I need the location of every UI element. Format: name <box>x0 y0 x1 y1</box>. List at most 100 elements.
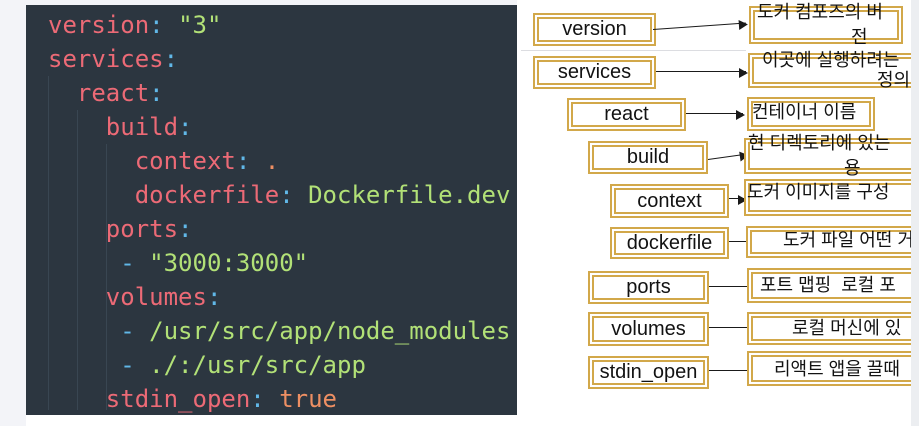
arrowhead-icon <box>738 194 747 205</box>
arrowhead-icon <box>738 19 749 30</box>
connector-line <box>729 241 747 242</box>
key-label-build: build <box>626 146 670 168</box>
desc-text: 도커 파일 어떤 거 <box>783 230 914 250</box>
key-label-dockerfile: dockerfile <box>626 231 713 254</box>
diagram-desc-box-ports: 포트 맵핑 로컬 포 <box>747 268 919 303</box>
code-line: - "3000:3000" <box>48 246 517 280</box>
key-label-ports: ports <box>626 276 671 298</box>
diagram-key-box-version: version <box>533 13 656 46</box>
diagram-desc-box-volumes: 로컬 머신에 있 <box>747 312 919 345</box>
code-token <box>48 147 135 175</box>
connector-arrow <box>686 109 745 120</box>
code-line: services: <box>48 42 517 76</box>
divider-line <box>521 50 746 51</box>
code-line: context: . <box>48 144 517 178</box>
diagram-key-box-dockerfile: dockerfile <box>610 227 729 259</box>
diagram-key-box-services: services <box>533 56 656 89</box>
desc-text: 전 <box>851 27 868 47</box>
code-token <box>48 317 120 345</box>
code-token <box>294 181 308 209</box>
indent-guide <box>106 144 107 410</box>
desc-text: 용 <box>844 158 861 178</box>
code-token: ./:/usr/src/app <box>149 351 366 379</box>
code-line: react: <box>48 76 517 110</box>
code-token: : <box>178 215 193 243</box>
arrowhead-icon <box>739 67 748 78</box>
code-token <box>250 147 264 175</box>
code-line: version: "3" <box>48 8 517 42</box>
key-label-volumes: volumes <box>611 317 686 340</box>
diagram-desc-box-stdin-open: 리액트 앱을 끌때 <box>747 351 919 386</box>
code-token: - <box>120 351 150 379</box>
diagram-desc-box-build: 현 디렉토리에 있는 용 <box>744 134 919 178</box>
code-token: . <box>264 147 280 175</box>
connector-arrow <box>652 19 749 30</box>
diagram-desc-box-services: 이곳에 실행하려는 정의 <box>748 50 919 90</box>
code-token: "3" <box>178 11 222 39</box>
code-token: : <box>149 79 164 107</box>
code-line: dockerfile: Dockerfile.dev <box>48 178 517 212</box>
code-token: build <box>105 113 179 141</box>
connector-line <box>709 286 748 287</box>
key-label-stdin-open: stdin_open <box>599 361 698 383</box>
diagram-key-box-react: react <box>567 98 686 131</box>
code-token: "3000:3000" <box>149 249 309 277</box>
code-token: context <box>134 147 236 175</box>
desc-text: 로컬 머신에 있 <box>792 318 902 338</box>
code-token <box>48 181 135 209</box>
code-token: : <box>178 113 193 141</box>
code-token: react <box>76 79 150 107</box>
diagram-key-box-stdin-open: stdin_open <box>588 356 709 389</box>
diagram-desc-box-version: 도커 컴포즈의 버 전 <box>749 3 903 47</box>
code-token: services <box>48 45 164 73</box>
diagram-key-box-context: context <box>610 184 729 218</box>
desc-text: 컨테이너 이름 <box>752 102 857 122</box>
arrowhead-icon <box>736 109 745 120</box>
key-label-services: services <box>557 61 632 83</box>
diagram-desc-box-dockerfile: 도커 파일 어떤 거 <box>746 226 919 258</box>
code-token: Dockerfile.dev <box>308 181 511 209</box>
code-token: : <box>250 385 265 413</box>
connector-arrow <box>656 67 748 78</box>
desc-text: 현 디렉토리에 있는 <box>748 133 891 153</box>
desc-text: 포트 맵핑 로컬 포 <box>760 275 896 295</box>
code-editor: version: "3"services: react: build: cont… <box>26 5 517 415</box>
code-token: - <box>120 317 150 345</box>
diagram-key-box-ports: ports <box>588 271 709 304</box>
code-token: volumes <box>105 283 207 311</box>
code-line: - ./:/usr/src/app <box>48 348 517 382</box>
desc-text: 정의 <box>877 70 911 90</box>
code-line: volumes: <box>48 280 517 314</box>
page-left-margin <box>0 0 26 426</box>
indent-guide <box>48 76 49 410</box>
connector-line <box>709 370 748 371</box>
desc-text: 이곳에 실행하려는 <box>762 50 900 70</box>
key-label-context: context <box>637 189 702 212</box>
code-token: version <box>48 11 150 39</box>
connector-arrow <box>707 150 750 162</box>
code-token: ports <box>105 215 179 243</box>
diagram-desc-box-context: 도커 이미지를 구성 <box>744 179 919 216</box>
code-token: - <box>120 249 150 277</box>
code-token <box>48 79 77 107</box>
code-token <box>265 385 279 413</box>
key-label-react: react <box>604 103 649 125</box>
code-token: : <box>206 283 222 311</box>
code-token <box>48 249 120 277</box>
diagram-key-box-volumes: volumes <box>588 312 709 346</box>
code-line: ports: <box>48 212 517 246</box>
desc-text: 도커 이미지를 구성 <box>747 182 890 202</box>
code-line: build: <box>48 110 517 144</box>
page-top-margin <box>26 0 517 5</box>
scrollbar[interactable] <box>911 0 919 426</box>
connector-arrow <box>729 194 747 205</box>
code-token <box>164 11 178 39</box>
code-line: stdin_open: true <box>48 382 517 415</box>
code-token: : <box>149 11 164 39</box>
connector-line <box>709 327 748 328</box>
code-token <box>48 351 120 379</box>
indent-guide <box>77 110 78 410</box>
diagram-key-box-build: build <box>588 141 708 174</box>
key-label-version: version <box>562 18 627 40</box>
